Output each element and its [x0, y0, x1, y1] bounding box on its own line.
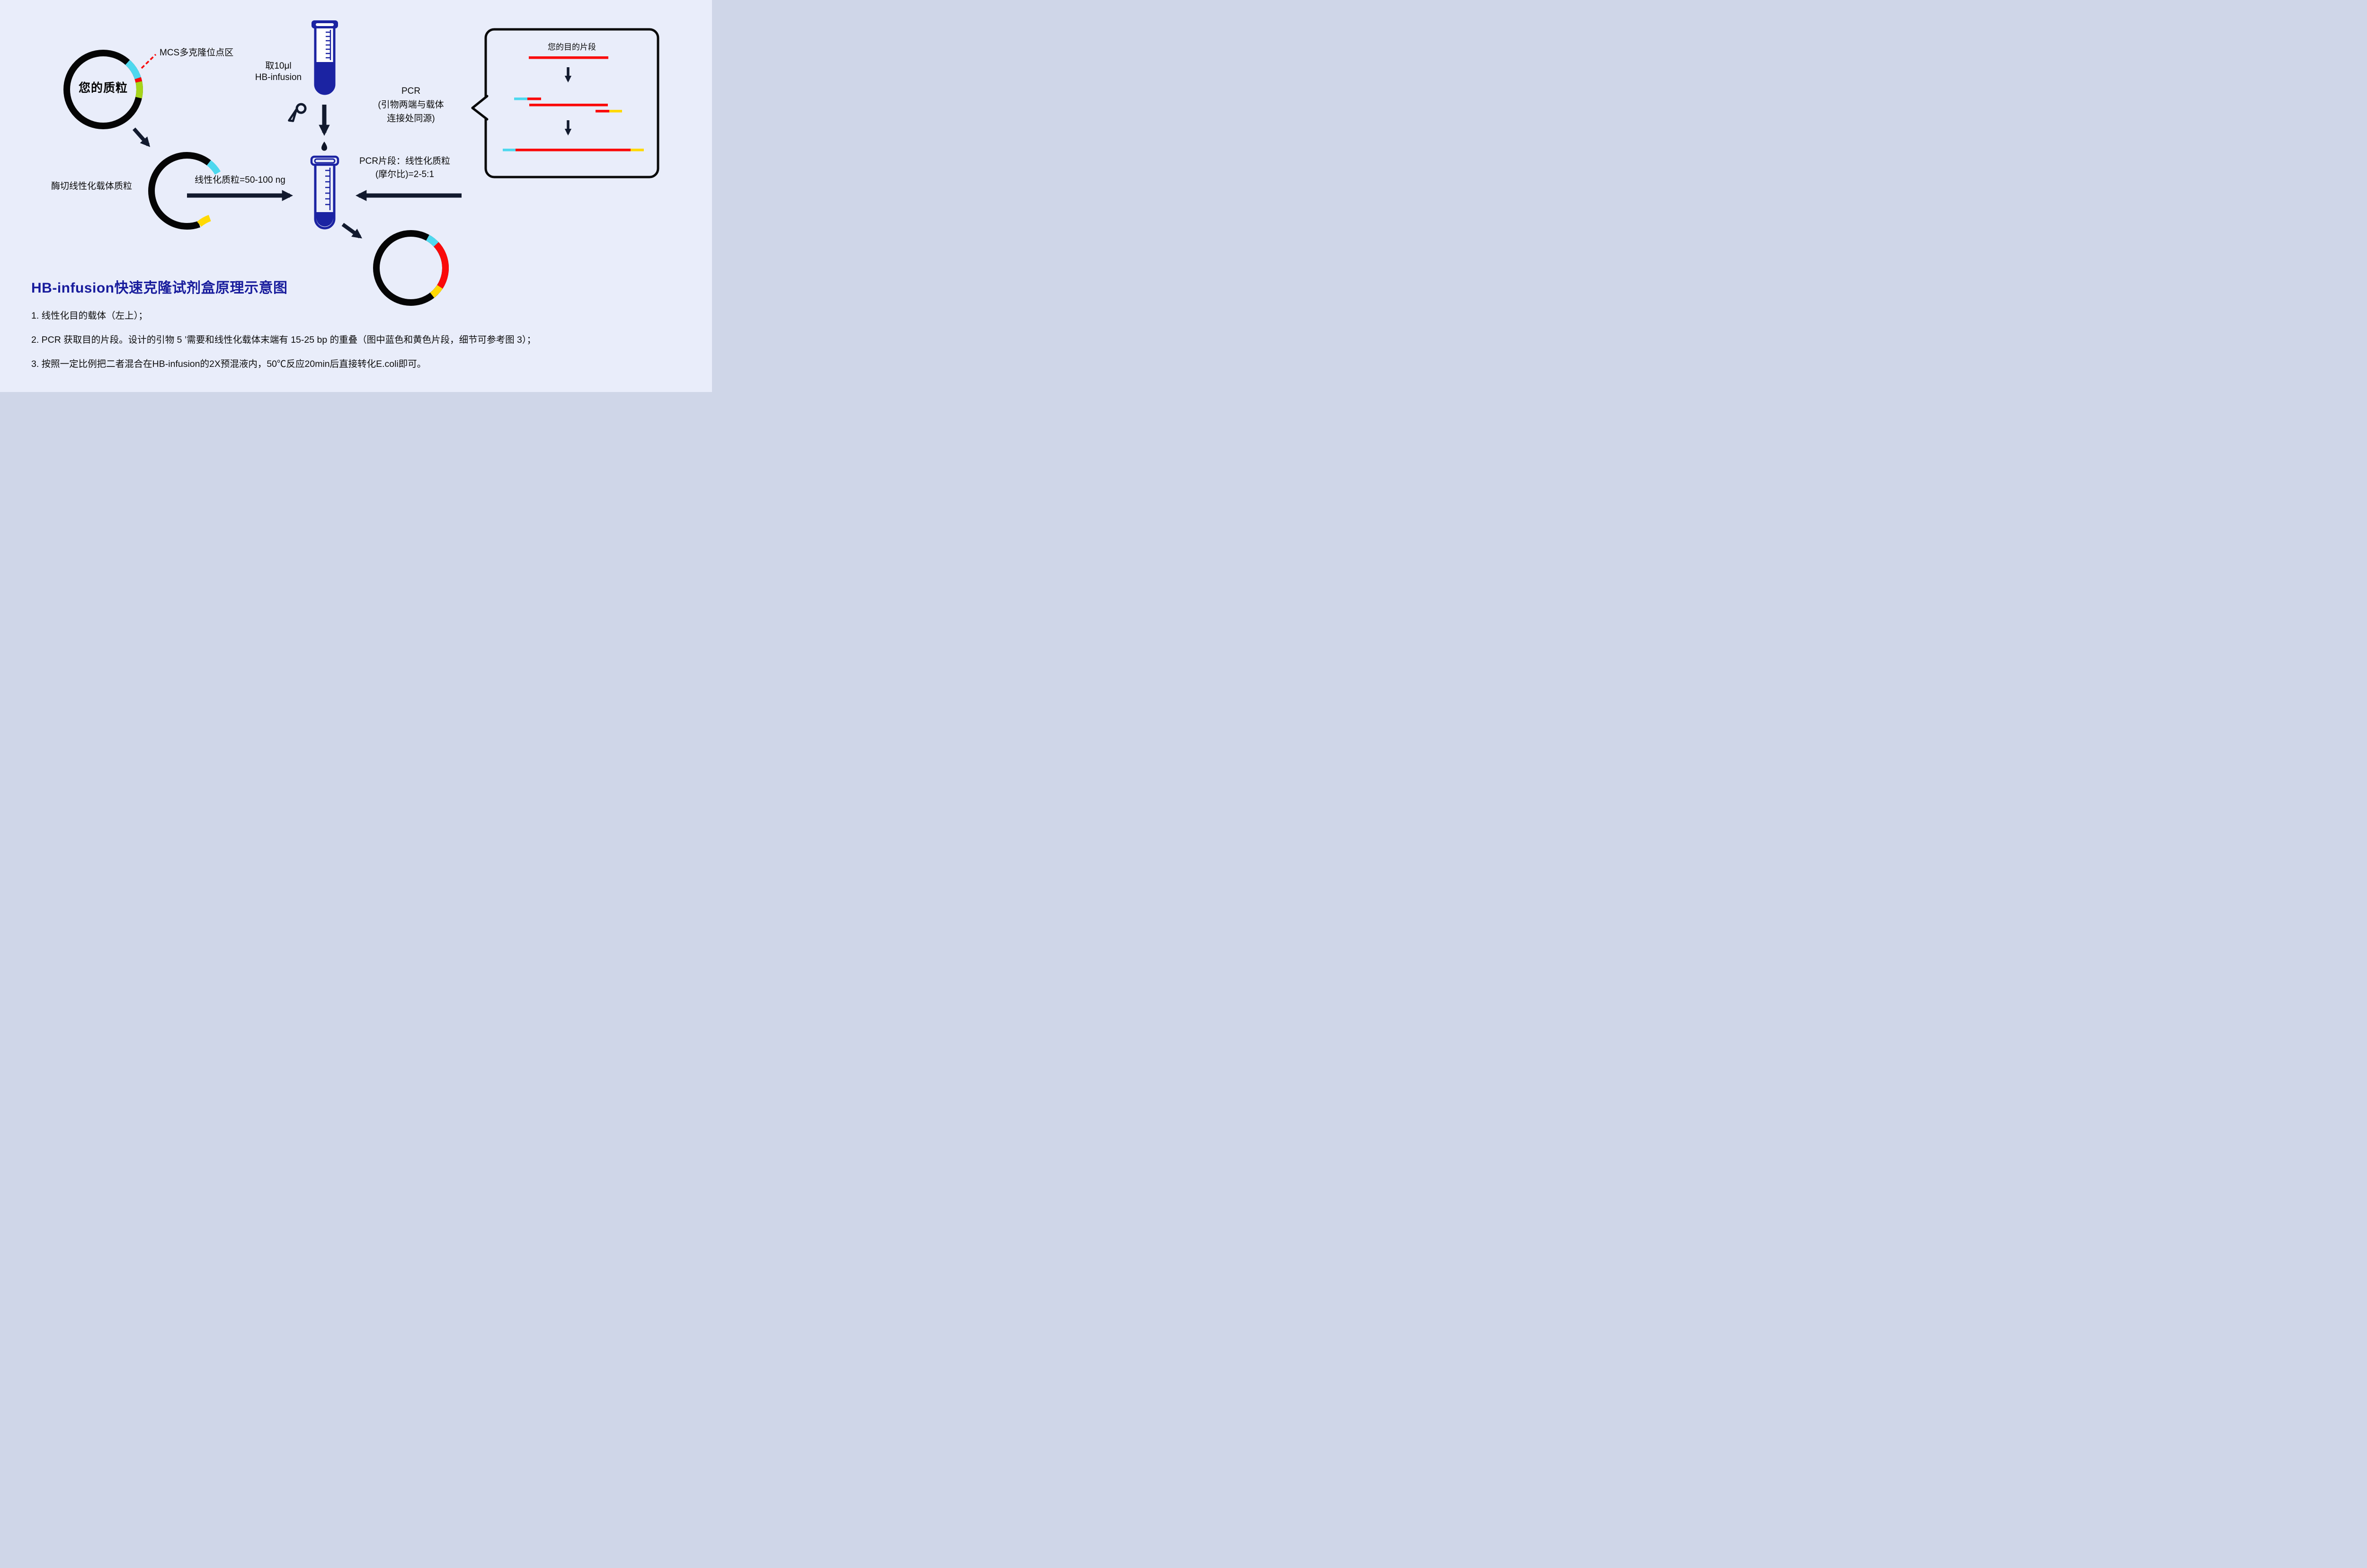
linearized-vector-icon: [148, 152, 221, 230]
linear-amount-label: 线性化质粒=50-100 ng: [195, 175, 285, 185]
mcs-segment-cyan: [125, 60, 141, 80]
template-bar: [529, 104, 608, 107]
callout-title-label: 您的目的片段: [548, 43, 596, 52]
mcs-leader-dashed-line: [141, 53, 157, 69]
product-insert-red: [434, 242, 449, 289]
circular-plasmid-icon: [63, 50, 143, 129]
callout-tail: [472, 96, 487, 119]
target-fragment-bar: [529, 56, 608, 59]
pcr-note-line1: (引物两端与载体: [378, 100, 444, 110]
ratio-line1: PCR片段：线性化质粒: [359, 156, 451, 166]
step-2: 2. PCR 获取目的片段。设计的引物 5 ’需要和线性化载体末端有 15-25…: [31, 335, 536, 345]
callout-box: [471, 28, 659, 178]
product-overlap-cyan: [426, 234, 439, 247]
digest-label: 酶切线性化载体质粒: [51, 181, 133, 191]
dropper-icon: [288, 103, 307, 122]
primer-reverse-bar: [596, 110, 622, 113]
ratio-line2: (摩尔比)=2-5:1: [375, 169, 435, 179]
step-1: 1. 线性化目的载体（左上）；: [31, 311, 148, 321]
vector-end-cyan: [206, 160, 221, 175]
step-3: 3. 按照一定比例把二者混合在HB-infusion的2X预混液内，50℃反应2…: [31, 359, 427, 369]
pcr-title: PCR: [401, 86, 421, 96]
page-title: HB-infusion快速克隆试剂盒原理示意图: [31, 280, 288, 296]
product-overlap-yellow: [430, 285, 443, 298]
primer-forward-bar: [514, 98, 541, 100]
ratio-label: PCR片段：线性化质粒 (摩尔比)=2-5:1: [350, 155, 459, 181]
arrow-digest-icon: [133, 127, 151, 147]
mcs-label: MCS多克隆位点区: [160, 48, 234, 58]
pcr-note-line2: 连接处同源): [387, 114, 435, 124]
take-volume-label: 取10μl: [265, 61, 292, 71]
diagram-svg: [63, 20, 659, 306]
vector-end-yellow: [197, 214, 211, 227]
plasmid1-label: 您的质粒: [78, 81, 128, 95]
arrow-mix-to-product-icon: [341, 223, 363, 239]
mcs-segment-lime: [135, 81, 143, 98]
diagram-canvas: 您的质粒 MCS多克隆位点区 取10μl HB-infusion PCR (引物…: [0, 0, 712, 392]
mcs-segment-red: [134, 77, 142, 83]
product-plasmid-icon: [373, 230, 449, 306]
hb-infusion-tube-icon: [311, 20, 338, 95]
mix-tube-icon: [310, 155, 339, 230]
pcr-label: PCR (引物两端与载体 连接处同源): [364, 84, 458, 125]
droplet-icon: [321, 142, 327, 151]
pcr-product-bar: [503, 149, 644, 151]
take-product-label: HB-infusion: [255, 72, 302, 82]
